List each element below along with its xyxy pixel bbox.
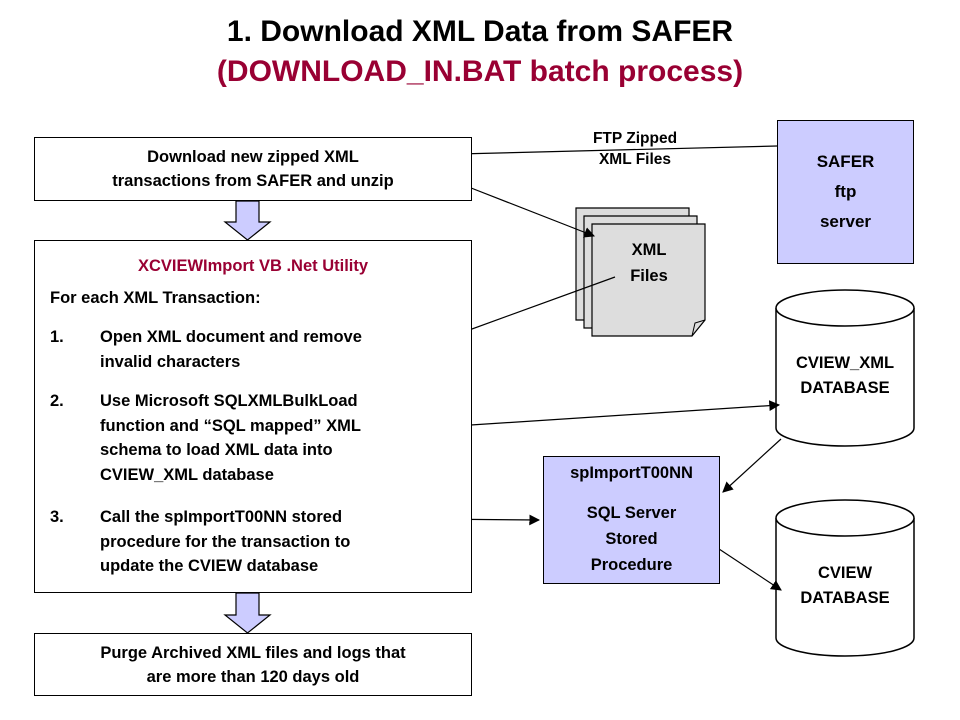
arrow-safer-to-download <box>456 145 778 160</box>
step-2-line4: CVIEW_XML database <box>100 465 274 484</box>
page-subtitle: (DOWNLOAD_IN.BAT batch process) <box>216 55 744 88</box>
purge-text-line2: are more than 120 days old <box>146 667 360 686</box>
xcview-utility-box: XCVIEWImport VB .Net Utility For each XM… <box>34 240 472 593</box>
xml-files-document-stack <box>575 207 706 337</box>
safer-line2: ftp <box>834 182 857 201</box>
step-1-line1: Open XML document and remove <box>100 328 362 346</box>
step-3-line2: procedure for the transaction to <box>100 532 351 551</box>
safer-ftp-server-box: SAFER ftp server <box>777 120 914 264</box>
step-2-line1: Use Microsoft SQLXMLBulkLoad <box>100 392 358 410</box>
purge-text-line1: Purge Archived XML files and logs that <box>100 643 406 662</box>
safer-line1: SAFER <box>816 152 875 171</box>
utility-intro: For each XML Transaction: <box>50 289 261 307</box>
step-3-line3: update the CVIEW database <box>100 557 319 575</box>
arrow-cview-xml-to-stored-procedure <box>722 438 782 493</box>
xml-files-line2: Files <box>630 267 668 285</box>
arrow-xml-files-to-step1 <box>448 276 616 339</box>
flow-arrow-2 <box>223 592 272 634</box>
xml-files-line1: XML <box>631 241 667 259</box>
cview-database-cylinder <box>775 499 915 657</box>
stored-procedure-box: spImportT00NN SQL Server Stored Procedur… <box>543 456 720 584</box>
arrow-step2-to-cview-xml <box>439 400 781 428</box>
flow-arrow-1 <box>223 200 272 241</box>
ftp-label-line2: XML Files <box>598 151 672 168</box>
cview-xml-line2: DATABASE <box>800 379 890 397</box>
utility-title: XCVIEWImport VB .Net Utility <box>137 257 369 275</box>
stored-procedure-line1: SQL Server <box>586 504 677 522</box>
step-3-number: 3. <box>50 508 64 526</box>
page-title: 1. Download XML Data from SAFER <box>226 15 734 48</box>
step-2-number: 2. <box>50 392 64 410</box>
download-text-line1: Download new zipped XML <box>147 148 359 166</box>
ftp-label-line1: FTP Zipped <box>592 130 678 147</box>
step-2-line3: schema to load XML data into <box>100 441 333 459</box>
cview-database-label: CVIEW DATABASE <box>776 561 914 611</box>
stored-procedure-line2: Stored <box>605 530 658 548</box>
cview-line2: DATABASE <box>800 589 890 607</box>
step-3-line1: Call the spImportT00NN stored <box>100 508 343 526</box>
download-text-line2: transactions from SAFER and unzip <box>112 172 394 190</box>
cview-xml-database-cylinder <box>775 289 915 447</box>
arrow-download-to-xml-files <box>465 185 596 238</box>
ftp-zipped-label: FTP Zipped XML Files <box>560 128 710 170</box>
cview-xml-line1: CVIEW_XML <box>795 354 895 372</box>
safer-line3: server <box>819 212 872 231</box>
cview-line1: CVIEW <box>817 564 873 582</box>
step-1-line2: invalid characters <box>100 352 241 371</box>
stored-procedure-title: spImportT00NN <box>570 464 693 482</box>
step-2-line2: function and “SQL mapped” XML <box>100 416 361 435</box>
cview-xml-database-label: CVIEW_XML DATABASE <box>776 351 914 401</box>
xml-files-label: XML Files <box>594 237 704 289</box>
download-step-box: Download new zipped XML transactions fro… <box>34 137 472 201</box>
purge-step-box: Purge Archived XML files and logs that a… <box>34 633 472 696</box>
stored-procedure-line3: Procedure <box>590 556 673 574</box>
arrow-stored-procedure-to-cview <box>712 544 782 591</box>
step-1-number: 1. <box>50 328 64 346</box>
